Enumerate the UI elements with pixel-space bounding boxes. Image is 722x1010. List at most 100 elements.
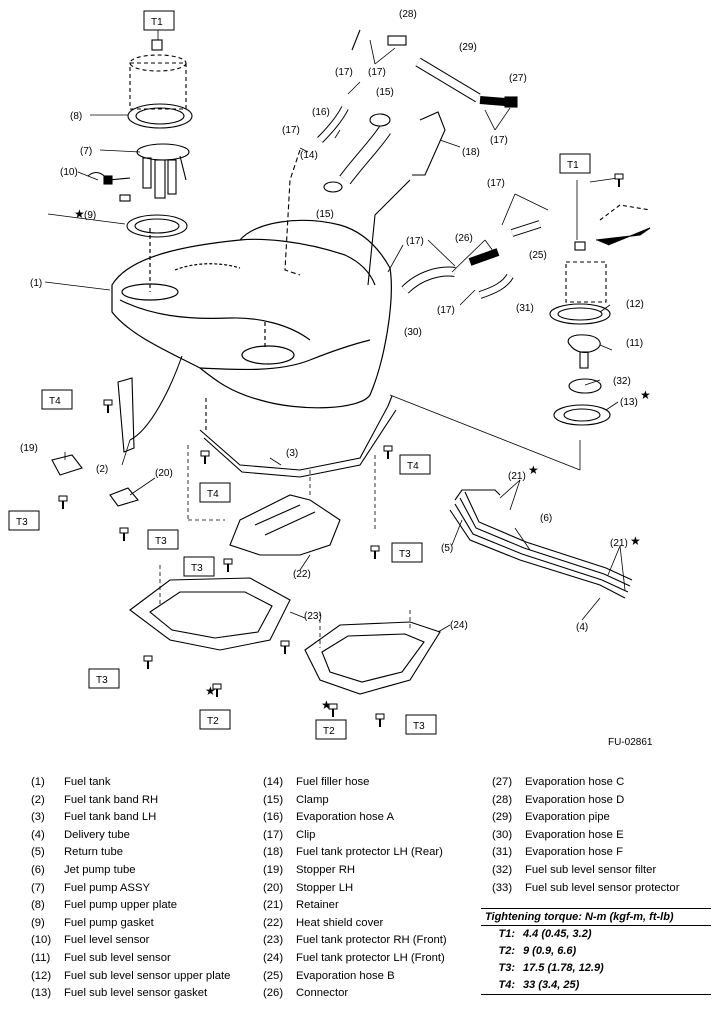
- legend-item-number: (14): [263, 776, 284, 788]
- legend-item: (9)Fuel pump gasket: [31, 915, 230, 933]
- star-icon: ★: [640, 388, 651, 402]
- legend-item-name: Stopper LH: [296, 881, 354, 894]
- legend-item: (25)Evaporation hose B: [263, 968, 447, 986]
- callout: (19): [20, 443, 38, 454]
- legend-item-number: (31): [492, 846, 513, 859]
- parts-legend-column-2: (14) Fuel filler hose (15)Clamp(16)Evapora…: [263, 774, 447, 1003]
- torque-row: T4:33 (3.4, 25): [481, 977, 711, 995]
- legend-item: (7)Fuel pump ASSY: [31, 880, 230, 898]
- callout: (5): [441, 543, 453, 554]
- sub-level-sensor-assembly: [549, 204, 651, 426]
- legend-item-name: Evaporation hose A: [296, 811, 394, 824]
- legend-item-name: Fuel tank: [64, 776, 111, 788]
- legend-item-name: Fuel filler hose: [296, 776, 370, 788]
- legend-item: (30) Evaporation hose E: [492, 827, 679, 845]
- fuel-level-sensor: [87, 171, 131, 202]
- legend-item-number: (24): [263, 951, 284, 964]
- legend-item-number: (23): [263, 934, 284, 947]
- callout: (8): [70, 111, 82, 122]
- callout: (25): [529, 250, 547, 261]
- callout: (22): [293, 569, 311, 580]
- legend-item-name: Fuel level sensor: [64, 934, 150, 947]
- callout: (17): [282, 125, 300, 136]
- legend-item: (10) Fuel level sensor: [31, 932, 230, 950]
- fuel-pump-upper-plate: [127, 39, 193, 129]
- legend-item-number: (30): [492, 828, 513, 841]
- legend-item-number: (2): [31, 793, 45, 806]
- figure-id: FU-02861: [608, 737, 653, 748]
- callout: (31): [516, 303, 534, 314]
- legend-item: (15)Clamp: [263, 792, 447, 810]
- star-icon: ★: [630, 534, 641, 548]
- legend-item-name: Retainer: [296, 899, 339, 912]
- star-icon: ★: [205, 684, 216, 698]
- legend-item: (21) Retainer: [263, 897, 447, 915]
- legend-item: (3)Fuel tank band LH: [31, 809, 230, 827]
- legend-item-name: Heat shield cover: [296, 916, 384, 929]
- legend-item: (29)Evaporation pipe: [492, 809, 679, 827]
- callout: (15): [376, 87, 394, 98]
- legend-item-name: Evaporation hose F: [525, 846, 623, 859]
- legend-item-number: (12): [31, 969, 52, 982]
- torque-tag: T4: [49, 396, 61, 407]
- legend-item-name: Fuel sub level sensor upper plate: [64, 969, 231, 982]
- legend-item-name: Evaporation hose D: [525, 793, 625, 806]
- star-icon: ★: [528, 463, 539, 477]
- torque-tag-boxes: [8, 10, 591, 740]
- callout: (9): [84, 210, 96, 221]
- legend-item: (18)Fuel tank protector LH (Rear): [263, 844, 447, 862]
- torque-tag: T3: [155, 536, 167, 547]
- legend-item-number: (9): [31, 916, 45, 929]
- parts-legend-column-1: (1)Fuel tank(2) Fuel tank band RH (3)Fuel …: [31, 774, 230, 1003]
- torque-tag: T4: [407, 461, 419, 472]
- fuel-tank: [111, 219, 392, 409]
- callout: (18): [462, 147, 480, 158]
- heat-shield-cover: [229, 494, 341, 556]
- callout: (17): [335, 67, 353, 78]
- legend-item: (19)Stopper RH: [263, 862, 447, 880]
- callout: (17): [406, 236, 424, 247]
- callout: (17): [487, 178, 505, 189]
- legend-item-name: Fuel sub level sensor: [64, 951, 171, 964]
- legend-item-name: Fuel tank protector RH (Front): [296, 934, 447, 947]
- callout: (11): [626, 338, 643, 349]
- torque-tag: T3: [399, 549, 411, 560]
- callout: (26): [455, 233, 473, 244]
- torque-value: 4.4 (0.45, 3.2): [523, 928, 592, 940]
- leader-lines: [44, 30, 626, 648]
- legend-item: (4)Delivery tube: [31, 827, 230, 845]
- callout: (28): [399, 9, 417, 20]
- callout: (7): [80, 146, 92, 157]
- torque-tag: T2: [207, 716, 219, 727]
- legend-item-number: (33): [492, 881, 513, 894]
- torque-table-heading: Tightening torque: N-m (kgf-m, ft-lb): [481, 908, 711, 926]
- torque-key: T3:: [498, 962, 516, 974]
- torque-key: T4:: [498, 979, 516, 991]
- legend-item-number: (19): [263, 863, 284, 876]
- callout: (27): [509, 73, 527, 84]
- legend-item-name: Fuel tank protector LH (Front): [296, 951, 445, 964]
- callout: (1): [30, 278, 42, 289]
- callout: (20): [155, 468, 173, 479]
- legend-item-number: (10): [31, 934, 52, 947]
- legend-item-name: Evaporation hose E: [525, 828, 624, 841]
- legend-item: (31) Evaporation hose F: [492, 844, 679, 862]
- legend-item: (8)Fuel pump upper plate: [31, 897, 230, 915]
- fuel-pump-assy: [136, 143, 190, 199]
- legend-item-name: Fuel tank band RH: [64, 793, 159, 806]
- callout: (32): [613, 376, 631, 387]
- legend-item: (2) Fuel tank band RH: [31, 792, 230, 810]
- legend-item-name: Evaporation hose B: [296, 969, 395, 982]
- exploded-fuel-system-diagram: T1 T1 T4 T4 T4 T3 T3 T3 T3 T3 T2 T2 T3 ★…: [8, 9, 651, 740]
- legend-item-name: Fuel sub level sensor filter: [525, 863, 657, 876]
- legend-item-name: Evaporation pipe: [525, 811, 610, 824]
- legend-item: (16)Evaporation hose A: [263, 809, 447, 827]
- legend-item-name: Fuel pump ASSY: [64, 881, 151, 894]
- callout: (24): [450, 620, 468, 631]
- legend-item-number: (5): [31, 846, 45, 859]
- legend-item-number: (21): [263, 899, 284, 912]
- legend-item-name: Jet pump tube: [64, 863, 136, 876]
- torque-tag: T3: [191, 563, 203, 574]
- callout: (4): [576, 622, 588, 633]
- legend-item: (1)Fuel tank: [31, 774, 230, 792]
